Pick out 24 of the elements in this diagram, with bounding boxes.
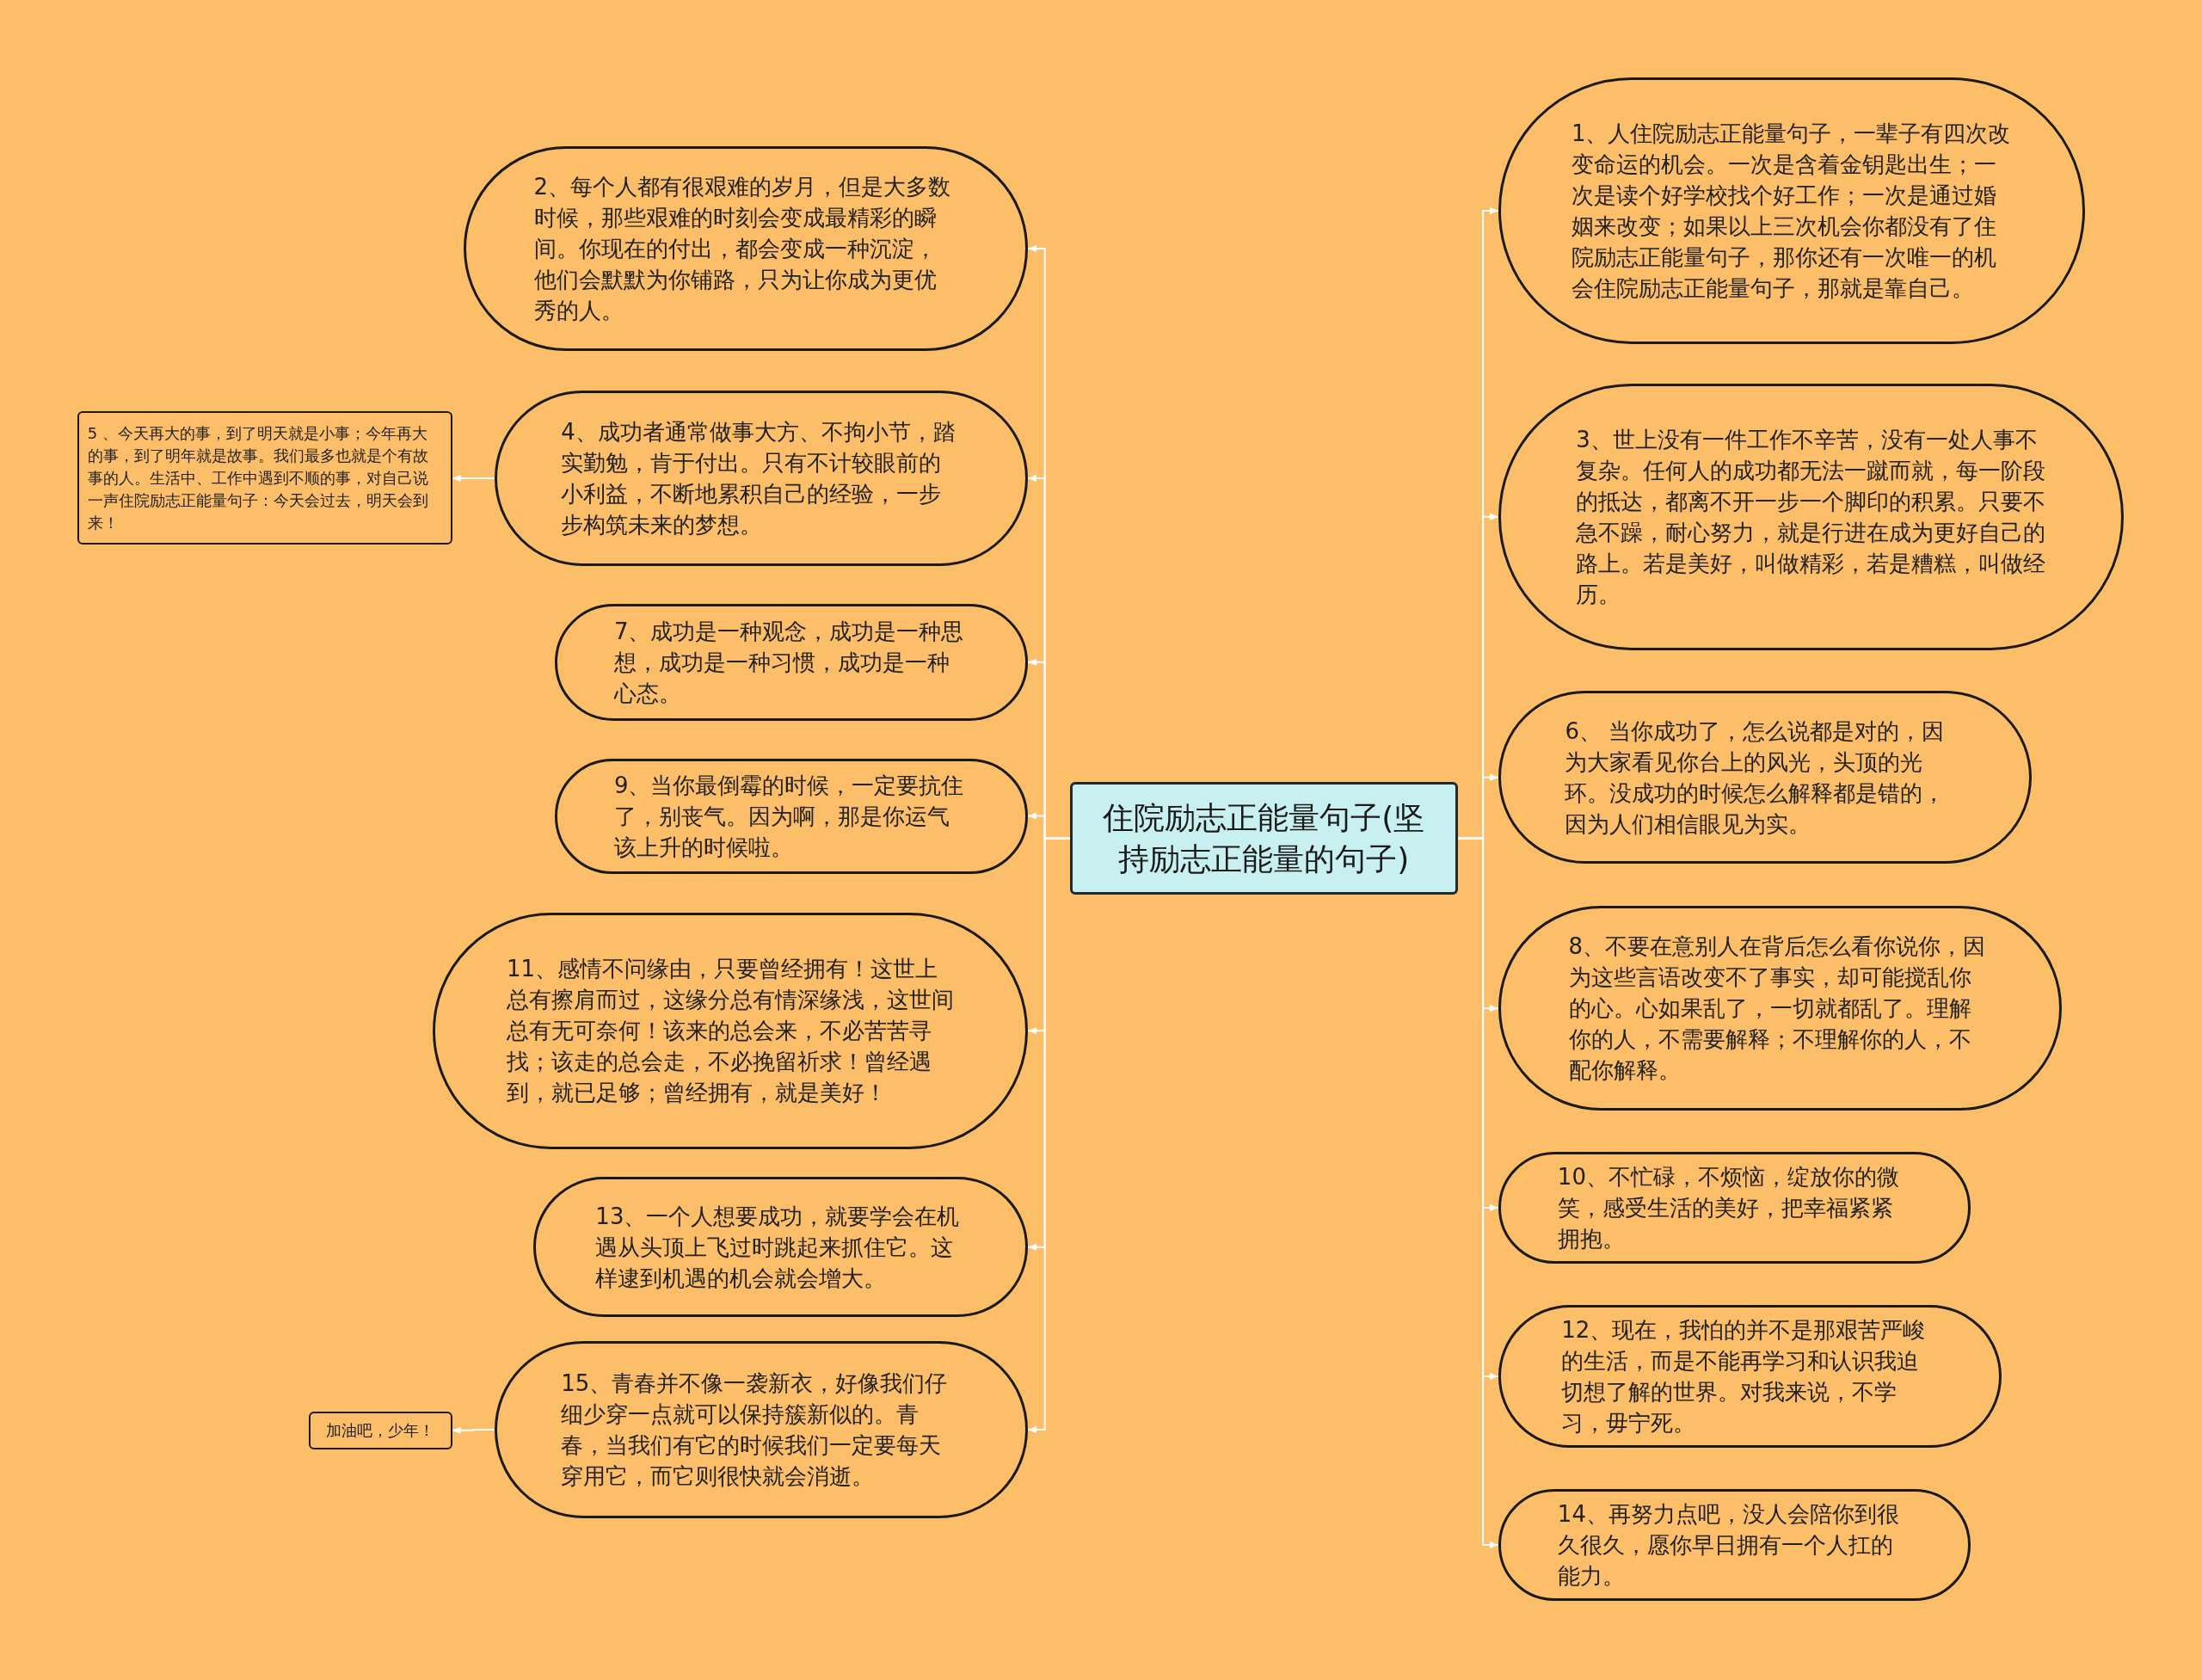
topic-text: 3、世上没有一件工作不辛苦，没有一处人事不复杂。任何人的成功都无法一蹴而就，每一阶段的抵达，都离不开一步一个脚印的积累。只要不急不躁，耐心努力，就是行进在成为更好自己的路上。若是美好，叫做精彩，若是糟糕，叫做经历。 <box>1576 425 2046 609</box>
connector-arrow <box>1027 837 1072 1434</box>
topic-text: 5 、今天再大的事，到了明天就是小事；今年再大的事，到了明年就是故事。我们最多也就是个有故事的人。生活中、工作中遇到不顺的事，对自己说一声住院励志正能量句子：今天会过去，明天会到来！ <box>87 422 429 533</box>
connector-arrow <box>451 474 495 482</box>
topic-text: 12、现在，我怕的并不是那艰苦严峻的生活，而是不能再学习和认识我迫切想了解的世界。对我来说，不学习，毋宁死。 <box>1561 1316 1927 1437</box>
topic-text: 6、 当你成功了，怎么说都是对的，因为大家看见你台上的风光，头顶的光环。没成功的时候怎么解释都是错的，因为人们相信眼见为实。 <box>1565 717 1947 839</box>
topic-bubble <box>77 411 452 545</box>
topic-text: 1、人住院励志正能量句子，一辈子有四次改变命运的机会。一次是含着金钥匙出生；一次是读个好学校找个好工作；一次是通过婚姻来改变；如果以上三次机会你都没有了住院励志正能量句子，那你还有一次唯一的机会住院励志正能量句子，那就是靠自己。 <box>1571 119 2012 303</box>
topic-text: 11、感情不问缘由，只要曾经拥有！这世上总有擦肩而过，这缘分总有情深缘浅，这世间总有无可奈何！该来的总会来，不必苦苦寻找；该走的总会走，不必挽留祈求！曾经遇到，就已足够；曾经拥有，就是美好！ <box>506 955 954 1108</box>
topic-bubble <box>309 1411 452 1449</box>
topic-text: 15、青春并不像一袭新衣，好像我们仔细少穿一点就可以保持簇新似的。青春，当我们有它的时候我们一定要每天穿用它，而它则很快就会消逝。 <box>561 1369 949 1491</box>
central-topic <box>1070 782 1458 895</box>
topic-text: 14、再努力点吧，没人会陪你到很久很久，愿你早日拥有一个人扛的能力。 <box>1557 1499 1900 1591</box>
topic-text: 8、不要在意别人在背后怎么看你说你，因为这些言语改变不了事实，却可能搅乱你的心。心如果乱了，一切就都乱了。理解你的人，不需要解释；不理解你的人，不配你解释。 <box>1568 932 1987 1086</box>
topic-text: 13、一个人想要成功，就要学会在机遇从头顶上飞过时跳起来抓住它。这样逮到机遇的机会就会增大。 <box>595 1202 961 1293</box>
topic-text: 9、当你最倒霉的时候，一定要抗住了，别丧气。因为啊，那是你运气该上升的时候啦。 <box>613 771 965 862</box>
topic-text: 加油吧，少年！ <box>326 1419 435 1441</box>
topic-text: 7、成功是一种观念，成功是一种思想，成功是一种习惯，成功是一种心态。 <box>613 617 965 708</box>
topic-text: 4、成功者通常做事大方、不拘小节，踏实勤勉，肯于付出。只有不计较眼前的小利益，不断地累积自己的经验，一步步构筑未来的梦想。 <box>561 417 956 539</box>
topic-text: 住院励志正能量句子(坚持励志正能量的句子) <box>1102 798 1426 878</box>
topic-text: 2、每个人都有很艰难的岁月，但是大多数时候，那些艰难的时刻会变成最精彩的瞬间。你现在的付出，都会变成一种沉淀，他们会默默为你铺路，只为让你成为更优秀的人。 <box>533 172 952 325</box>
connector-arrow <box>451 1426 495 1434</box>
connector-arrow <box>1456 837 1500 1548</box>
topic-text: 10、不忙碌，不烦恼，绽放你的微笑，感受生活的美好，把幸福紧紧拥抱。 <box>1557 1163 1900 1254</box>
